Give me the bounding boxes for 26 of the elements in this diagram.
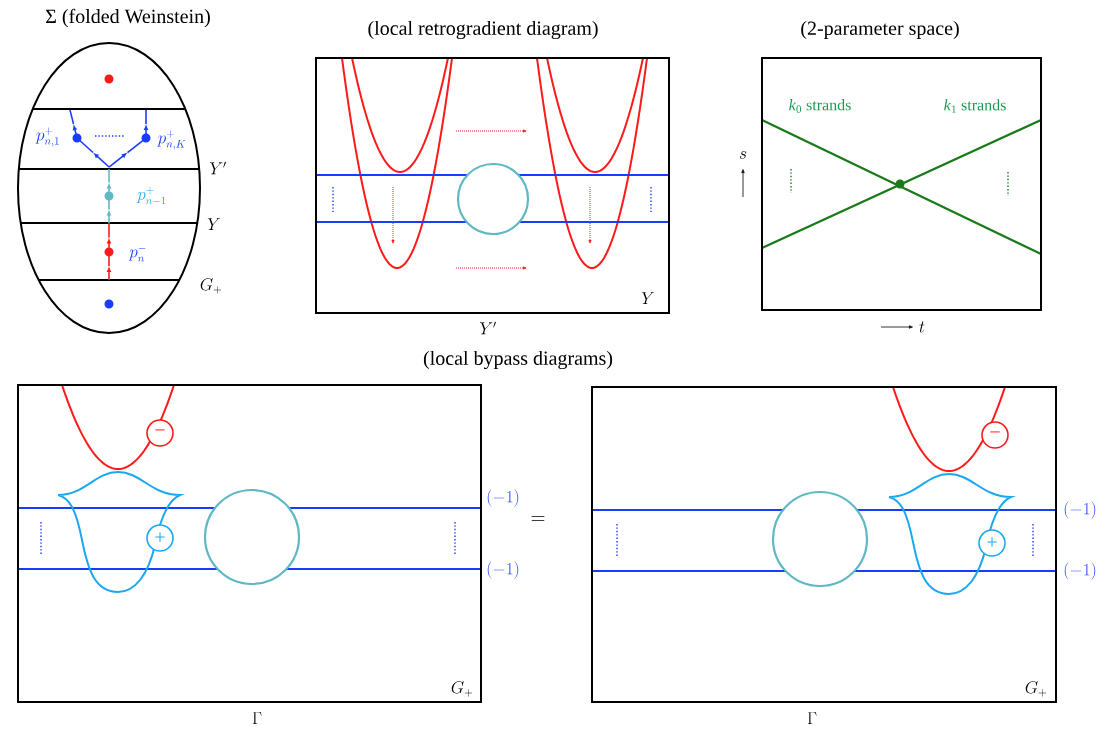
point-label: $p^+_{n-1}$ <box>136 187 166 205</box>
equals-sign: $=$ <box>531 516 545 521</box>
axis-label: $\Gamma$ <box>252 712 262 724</box>
framing-label: $(-1)$ <box>487 561 519 579</box>
level-label: $G_+$ <box>200 278 222 294</box>
corner-label: $G_+$ <box>451 681 473 697</box>
framing-label: $(-1)$ <box>1064 501 1096 519</box>
corner-label: $G_+$ <box>1025 681 1047 697</box>
panel-title: (local retrogradient diagram) <box>368 20 598 40</box>
panel-frame <box>17 384 482 703</box>
strand-label: k$_{1}$ strands <box>944 99 1006 113</box>
axis-label: $\Gamma$ <box>807 712 817 724</box>
point-label: $p^-_n$ <box>128 248 146 262</box>
framing-label: $(-1)$ <box>487 489 519 507</box>
point-label: $p^+_{n,K}$ <box>157 130 186 150</box>
framing-label: $(-1)$ <box>1064 562 1096 580</box>
axis-label: $s$ <box>739 151 747 159</box>
axis-label: $t$ <box>919 321 925 333</box>
corner-label: $Y$ <box>641 292 655 304</box>
point-label: $p^+_{n,1}$ <box>35 127 59 147</box>
panel-title: Σ (folded Weinstein) <box>46 8 210 28</box>
panel-title: (2-parameter space) <box>801 20 959 40</box>
section-title: (local bypass diagrams) <box>423 350 613 370</box>
panel-frame <box>591 386 1057 703</box>
strand-label: k$_{0}$ strands <box>789 99 851 113</box>
level-label: $Y'$ <box>210 161 226 175</box>
